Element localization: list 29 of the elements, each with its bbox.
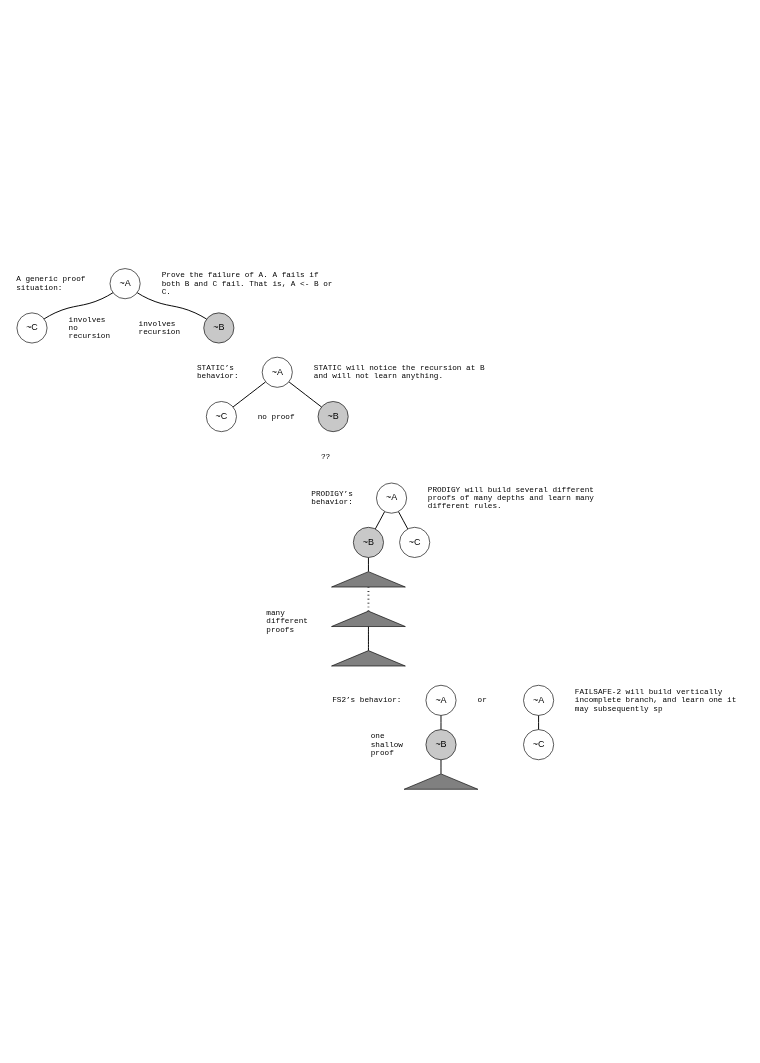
connector [288,381,322,408]
node-circle: ~C [206,401,237,432]
node-triangle [403,773,479,790]
node-circle: ~C [523,729,554,761]
node-circle: ~A [261,356,293,388]
node-triangle [331,650,406,667]
node-circle: ~C [399,527,431,558]
node-triangle [331,571,406,588]
node-circle: ~B [353,527,384,558]
node-circle: ~A [376,482,407,514]
connector [136,292,208,320]
connector [374,511,386,530]
connector [367,586,370,612]
node-circle: ~A [523,684,554,716]
node-circle: ~A [425,684,457,716]
node-circle: ~B [317,401,349,432]
connector [43,292,114,320]
connector [440,759,442,775]
node-circle: ~C [16,312,48,344]
connector [398,511,409,530]
node-circle: ~B [203,312,235,344]
connector [367,557,369,572]
connector [538,715,540,730]
node-circle: ~A [109,268,141,300]
connector [440,715,442,730]
connector [367,626,369,651]
connector [232,381,266,408]
node-triangle [331,610,406,627]
node-circle: ~B [425,729,457,761]
